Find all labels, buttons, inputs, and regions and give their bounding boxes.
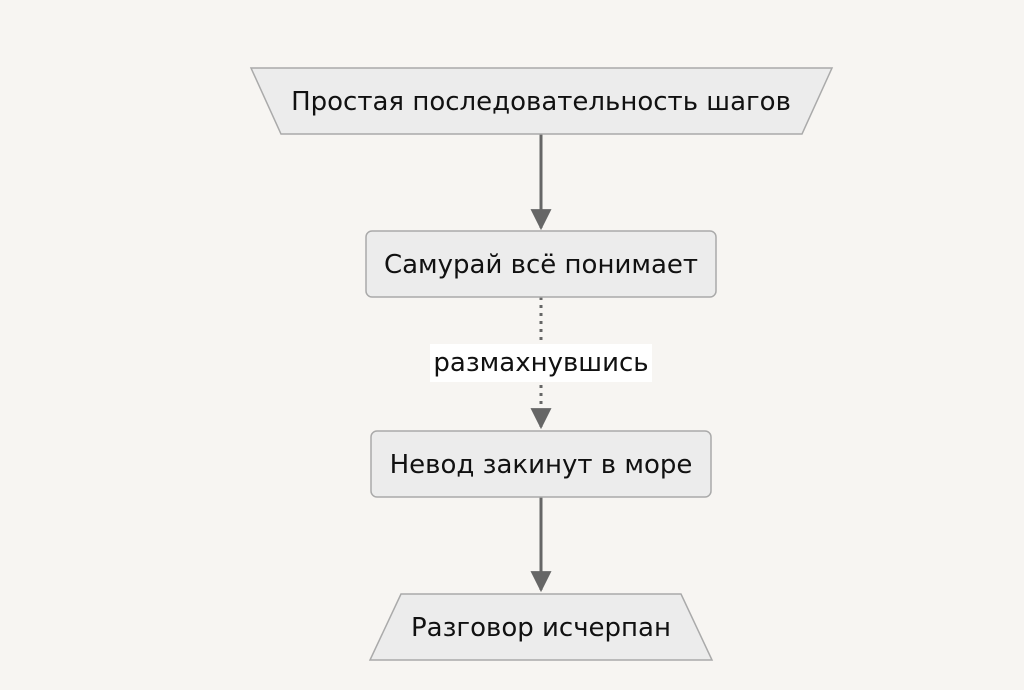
node-start-label: Простая последовательность шагов [291,87,791,117]
edge-label-razmakhnuvshis: размахнувшись [433,348,648,378]
node-end-label: Разговор исчерпан [411,613,671,643]
edge-label-background [430,344,652,382]
node-samurai[interactable]: Самурай всё понимает [365,230,717,298]
node-end[interactable]: Разговор исчерпан [368,593,714,661]
node-net-label: Невод закинут в море [390,450,693,480]
node-start[interactable]: Простая последовательность шагов [249,67,834,135]
node-net[interactable]: Невод закинут в море [370,430,712,498]
node-samurai-label: Самурай всё понимает [384,250,698,280]
